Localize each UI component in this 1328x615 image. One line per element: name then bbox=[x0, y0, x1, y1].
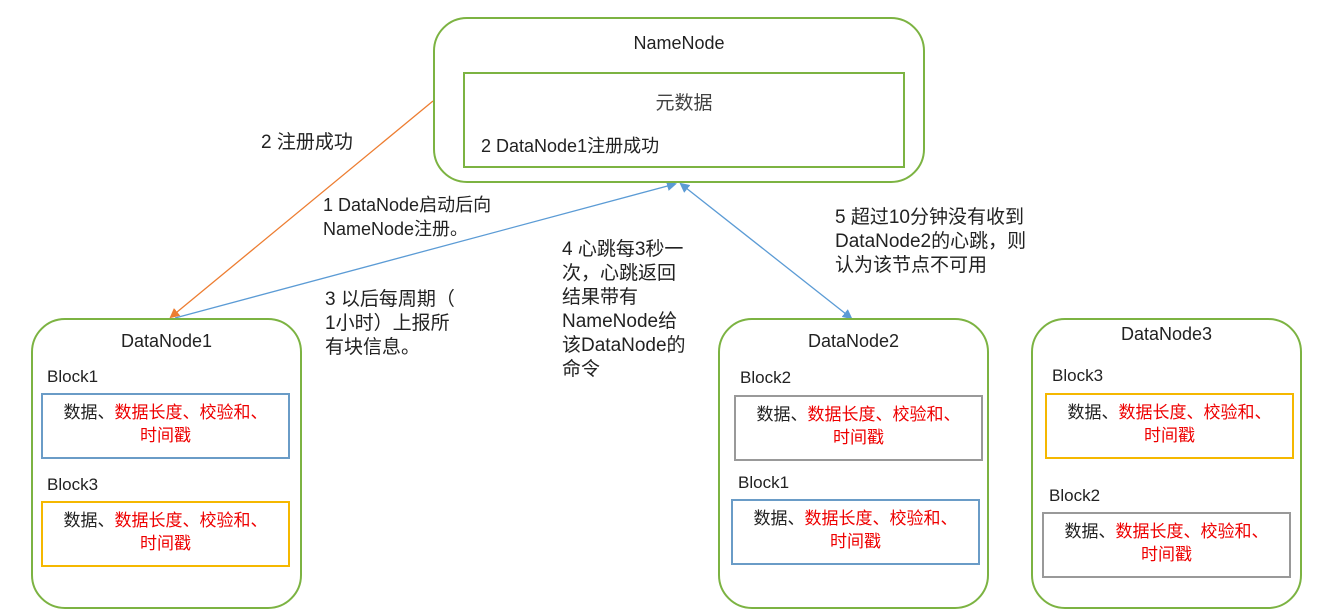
datanode3-block-1: 数据、数据长度、校验和、 时间戳 bbox=[1045, 393, 1294, 459]
block-text-plain: 数据、 bbox=[63, 511, 115, 530]
metadata-title: 元数据 bbox=[655, 93, 713, 114]
datanode2: DataNode2 Block2 数据、数据长度、校验和、 时间戳 Block1… bbox=[718, 318, 989, 609]
block-text-red: 数据长度、校验和、 bbox=[114, 511, 268, 530]
datanode2-block-label-2: Block1 bbox=[738, 473, 790, 492]
block-text-timestamp: 时间戳 bbox=[140, 534, 191, 553]
block-text-timestamp: 时间戳 bbox=[1141, 545, 1192, 564]
register-success-label: 2 注册成功 bbox=[261, 132, 353, 153]
block-text-plain: 数据、 bbox=[1067, 403, 1119, 422]
register-request-arrow bbox=[174, 181, 677, 319]
datanode3-block-label-2: Block2 bbox=[1049, 486, 1101, 505]
datanode3-block-2: 数据、数据长度、校验和、 时间戳 bbox=[1042, 512, 1291, 578]
block-text-red: 数据长度、校验和、 bbox=[114, 403, 268, 422]
register-success-arrow bbox=[169, 100, 434, 319]
block-text-plain: 数据、 bbox=[756, 405, 808, 424]
datanode2-block-2: 数据、数据长度、校验和、 时间戳 bbox=[731, 499, 980, 565]
datanode1: DataNode1 Block1 数据、数据长度、校验和、 时间戳 Block3… bbox=[31, 318, 302, 609]
datanode3: DataNode3 Block3 数据、数据长度、校验和、 时间戳 Block2… bbox=[1031, 318, 1302, 609]
datanode1-block-2: 数据、数据长度、校验和、 时间戳 bbox=[41, 501, 290, 567]
metadata-box: 元数据 2 DataNode1注册成功 bbox=[463, 72, 905, 168]
datanode1-block-label-1: Block1 bbox=[47, 367, 99, 386]
block-text-timestamp: 时间戳 bbox=[140, 426, 191, 445]
namenode-title: NameNode bbox=[633, 33, 725, 53]
datanode1-block-1: 数据、数据长度、校验和、 时间戳 bbox=[41, 393, 290, 459]
block-text-timestamp: 时间戳 bbox=[830, 532, 881, 551]
block-text-red: 数据长度、校验和、 bbox=[1118, 403, 1272, 422]
datanode2-block-label-1: Block2 bbox=[740, 368, 792, 387]
timeout-label: 5 超过10分钟没有收到 DataNode2的心跳，则 认为该节点不可用 bbox=[835, 207, 1027, 276]
datanode2-block-1: 数据、数据长度、校验和、 时间戳 bbox=[734, 395, 983, 461]
block-text-timestamp: 时间戳 bbox=[1144, 426, 1195, 445]
block-text-red: 数据长度、校验和、 bbox=[1115, 522, 1269, 541]
datanode2-title: DataNode2 bbox=[807, 331, 900, 351]
heartbeat-arrow bbox=[679, 182, 853, 320]
block-text-timestamp: 时间戳 bbox=[833, 428, 884, 447]
block-text-red: 数据长度、校验和、 bbox=[807, 405, 961, 424]
block-text-plain: 数据、 bbox=[1064, 522, 1116, 541]
datanode1-block-label-2: Block3 bbox=[47, 475, 99, 494]
block-text-red: 数据长度、校验和、 bbox=[804, 509, 958, 528]
block-text-plain: 数据、 bbox=[63, 403, 115, 422]
datanode3-title: DataNode3 bbox=[1120, 324, 1213, 344]
datanode3-block-label-1: Block3 bbox=[1052, 366, 1104, 385]
register-request-label: 1 DataNode启动后向 NameNode注册。 bbox=[323, 195, 492, 239]
namenode: NameNode 元数据 2 DataNode1注册成功 bbox=[433, 17, 925, 183]
metadata-entry: 2 DataNode1注册成功 bbox=[481, 136, 660, 156]
block-text-plain: 数据、 bbox=[753, 509, 805, 528]
heartbeat-label: 4 心跳每3秒一 次，心跳返回 结果带有 NameNode给 该DataNode… bbox=[562, 239, 686, 380]
report-blocks-label: 3 以后每周期（ 1小时）上报所 有块信息。 bbox=[325, 289, 455, 358]
datanode1-title: DataNode1 bbox=[120, 331, 213, 351]
